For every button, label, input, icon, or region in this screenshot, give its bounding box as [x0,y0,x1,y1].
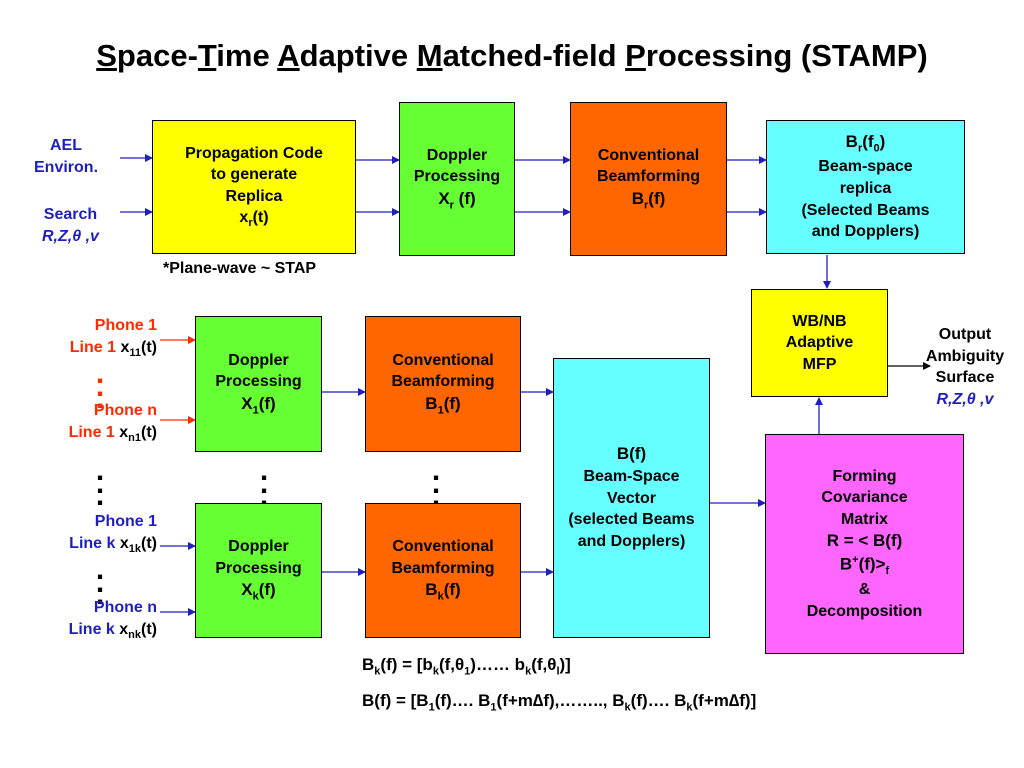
phone-n-line-1-label: Phone n Line 1 xn1(t) [68,402,157,444]
forming-covariance-box: Forming Covariance Matrix R = < B(f) B+(… [765,434,964,654]
vertical-ellipsis-doppler: ... [259,454,269,513]
plane-wave-note: *Plane-wave ~ STAP [163,260,317,277]
phone-n-line-k-label: Phone n Line k xnk(t) [68,599,157,641]
vertical-ellipsis-red: ... [95,357,105,416]
bk-formula: Bk(f) = [bk(f,θ1)…… bk(f,θl)] [362,655,571,678]
phone-1-line-k-label: Phone 1 Line k x1k(t) [69,513,157,555]
doppler-processing-k-box: Doppler Processing Xk(f) [195,503,322,638]
doppler-processing-1-box: Doppler Processing X1(f) [195,316,322,452]
propagation-code-box: Propagation Code to generate Replica xr(… [152,120,356,254]
doppler-processing-top-box: Doppler Processing Xr (f) [399,102,515,256]
page-title: Space-Time Adaptive Matched-field Proces… [96,38,928,73]
vertical-ellipsis-phones: ... [95,454,105,513]
adaptive-mfp-box: WB/NB Adaptive MFP [751,289,888,397]
conventional-beamforming-k-box: Conventional Beamforming Bk(f) [365,503,521,638]
vertical-ellipsis-beamform: ... [431,454,441,513]
vertical-ellipsis-line-k: ... [95,553,105,612]
b-formula: B(f) = [B1(f)…. B1(f+m∆f),…….., Bk(f)…. … [362,691,757,714]
phone-1-line-1-label: Phone 1 Line 1 x11(t) [69,317,157,359]
output-ambiguity-label: Output Ambiguity Surface R,Z,θ ,v [925,326,1005,408]
conventional-beamforming-1-box: Conventional Beamforming B1(f) [365,316,521,452]
conventional-beamforming-top-box: Conventional Beamforming Br(f) [570,102,727,256]
beam-space-vector-box: B(f) Beam-Space Vector (selected Beams a… [553,358,710,638]
beam-space-replica-box: Br(f0) Beam-space replica (Selected Beam… [766,120,965,254]
